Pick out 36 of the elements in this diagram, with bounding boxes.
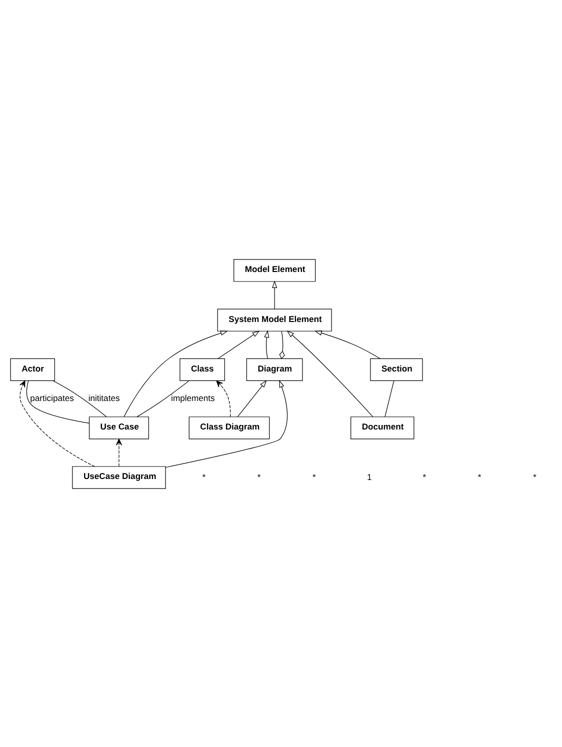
node-box: Document [350, 416, 414, 439]
label: * [533, 471, 536, 482]
connector [136, 380, 190, 417]
arrow [20, 380, 95, 466]
arrow [286, 330, 374, 417]
node-box: Actor [10, 358, 55, 381]
arrow [124, 330, 228, 416]
arrow [264, 330, 270, 358]
arrow [314, 330, 381, 358]
node-box: UseCase Diagram [72, 466, 166, 488]
node-box: Model Element [234, 258, 316, 282]
arrow [216, 380, 231, 416]
connector [279, 330, 285, 359]
arrow [272, 280, 278, 309]
connector [384, 380, 394, 417]
node-box: Use Case [88, 416, 149, 439]
label: * [422, 471, 426, 482]
node-box: Section [370, 358, 423, 381]
node-box: Class Diagram [188, 416, 270, 439]
label: * [202, 471, 206, 482]
connector [52, 380, 107, 417]
label: 1 [367, 471, 372, 482]
arrow [116, 438, 122, 466]
edge-label: inititates [88, 392, 120, 403]
node-box: Class [180, 358, 225, 381]
edge-label: participates [30, 392, 74, 403]
label: * [312, 471, 316, 482]
label: * [257, 471, 261, 482]
edge-label: implements [171, 392, 215, 403]
arrow [237, 380, 267, 417]
node-box: Diagram [246, 358, 303, 381]
arrow [218, 330, 260, 358]
node-box: System Model Element [217, 308, 332, 331]
arrow [165, 380, 288, 468]
label: * [478, 471, 482, 482]
connector [26, 380, 90, 424]
